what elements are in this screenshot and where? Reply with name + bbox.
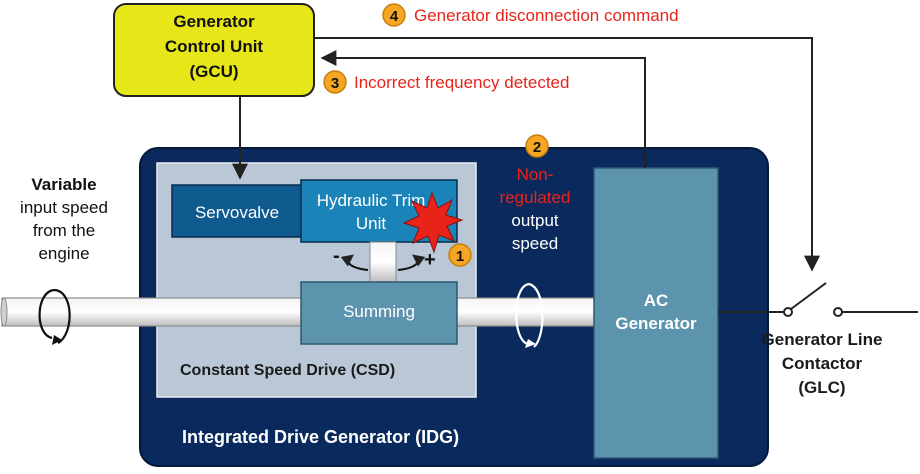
ac-generator-line1: AC	[644, 291, 669, 310]
step-4-number: 4	[390, 8, 399, 25]
input-shaft	[1, 297, 597, 327]
htu-label-line2: Unit	[356, 214, 387, 233]
glc-line1: Generator Line	[762, 330, 883, 349]
step-1-badge	[448, 243, 472, 267]
step-2-line4: speed	[512, 234, 558, 253]
servovalve-box	[171, 184, 303, 238]
gcu-line3: (GCU)	[189, 62, 238, 81]
step-3-badge	[323, 70, 347, 94]
input-rotation-icon	[38, 288, 71, 344]
glc-contact-right	[833, 307, 843, 317]
output-rotation-arrowhead	[525, 339, 536, 348]
csd-label: Constant Speed Drive (CSD)	[180, 362, 395, 379]
step-2-line1: Non-	[517, 165, 554, 184]
gcu-line1: Generator	[173, 12, 255, 31]
trim-rotation-left	[340, 254, 369, 271]
ac-generator-box	[593, 167, 719, 459]
input-line2: input speed	[20, 198, 108, 217]
generator-to-gcu-arrow	[320, 50, 646, 168]
step-4-badge	[382, 3, 406, 27]
step-4-label: Generator disconnection command	[414, 6, 679, 25]
summing-label: Summing	[343, 302, 415, 321]
gcu-to-glc-arrow	[314, 37, 820, 272]
summing-box	[300, 281, 458, 345]
gcu-box	[113, 3, 315, 97]
step-2-line2: regulated	[500, 188, 571, 207]
input-rotation-arrowhead	[52, 335, 62, 345]
failure-starburst-icon	[402, 191, 464, 254]
gcu-line2: Control Unit	[165, 37, 264, 56]
step-2-line3: output	[511, 211, 559, 230]
input-line1: Variable	[31, 175, 96, 194]
plus-sign: +	[424, 249, 436, 271]
step-3-number: 3	[331, 75, 339, 92]
glc-line3: (GLC)	[798, 378, 845, 397]
servovalve-label: Servovalve	[195, 203, 279, 222]
step-2-badge	[525, 134, 549, 158]
glc-line2: Contactor	[782, 354, 863, 373]
step-3-label: Incorrect frequency detected	[354, 73, 569, 92]
glc-contact-left	[783, 307, 793, 317]
shaft-end	[0, 297, 8, 327]
trim-shaft	[369, 241, 397, 283]
step-1-number: 1	[456, 248, 464, 265]
idg-label: Integrated Drive Generator (IDG)	[182, 427, 459, 447]
htu-label-line1: Hydraulic Trim	[317, 191, 426, 210]
input-line4: engine	[38, 244, 89, 263]
glc-switch-blade	[790, 282, 827, 310]
input-line3: from the	[33, 221, 95, 240]
ac-generator-line2: Generator	[615, 314, 697, 333]
minus-sign: -	[333, 245, 340, 267]
step-2-number: 2	[533, 139, 541, 156]
output-rotation-icon	[515, 282, 544, 348]
trim-rotation-right	[397, 254, 426, 271]
